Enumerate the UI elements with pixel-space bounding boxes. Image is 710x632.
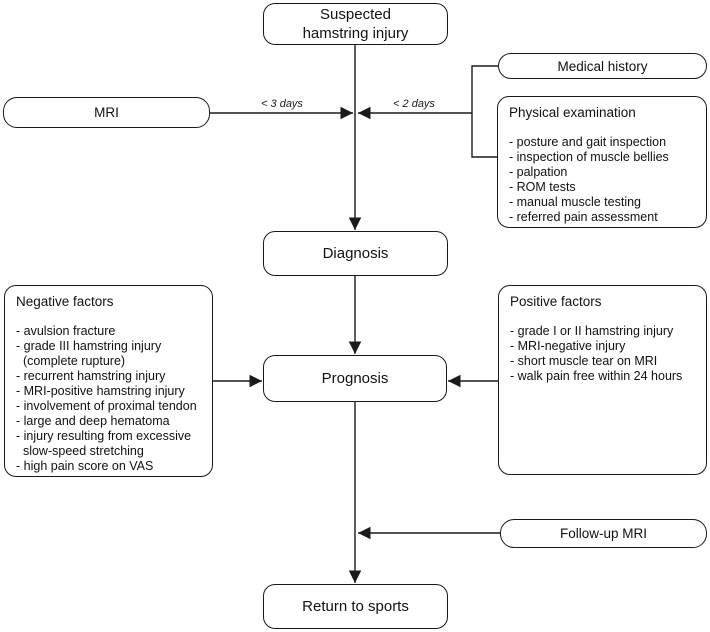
node-title: Positive factors	[510, 294, 602, 309]
node-follow-up-mri: Follow-up MRI	[500, 519, 707, 548]
node-medical-history: Medical history	[498, 53, 707, 79]
list-item: - posture and gait inspection	[509, 135, 667, 149]
node-label: Diagnosis	[322, 245, 389, 262]
list-item: - high pain score on VAS	[16, 459, 154, 473]
node-label: Return to sports	[302, 598, 409, 615]
node-suspected-hamstring-injury: Suspected hamstring injury	[263, 3, 448, 45]
edge-label-2-days: < 2 days	[393, 98, 435, 110]
list-item: - short muscle tear on MRI	[510, 354, 658, 368]
list-item: - MRI-negative injury	[510, 339, 626, 353]
node-label: MRI	[94, 105, 119, 120]
list-item: - large and deep hematoma	[16, 414, 170, 428]
bracket-history-exam	[471, 65, 498, 158]
edge-label-3-days: < 3 days	[261, 98, 303, 110]
list-item: - recurrent hamstring injury	[16, 369, 166, 383]
list-item: - grade III hamstring injury	[16, 339, 162, 353]
node-label: Prognosis	[321, 370, 389, 387]
node-label: Follow-up MRI	[559, 526, 648, 541]
list-item: - involvement of proximal tendon	[16, 399, 197, 413]
node-title: Negative factors	[16, 294, 114, 309]
list-item: (complete rupture)	[16, 354, 126, 368]
list-item: - palpation	[509, 165, 568, 179]
node-diagnosis: Diagnosis	[263, 231, 448, 276]
list-item: - ROM tests	[509, 180, 576, 194]
node-title: Physical examination	[509, 105, 636, 120]
list-item: - manual muscle testing	[509, 195, 642, 209]
node-mri: MRI	[3, 97, 210, 128]
list-item: - grade I or II hamstring injury	[510, 324, 674, 338]
list-item: - MRI-positive hamstring injury	[16, 384, 185, 398]
node-positive-factors: Positive factors - grade I or II hamstri…	[498, 285, 707, 475]
list-item: slow-speed stretching	[16, 444, 144, 458]
list-item: - avulsion fracture	[16, 324, 116, 338]
node-label: Medical history	[557, 58, 648, 74]
node-negative-factors: Negative factors - avulsion fracture - g…	[4, 285, 213, 477]
list-item: - injury resulting from excessive	[16, 429, 192, 443]
node-return-to-sports: Return to sports	[263, 584, 448, 629]
node-label-line: Suspected	[320, 6, 391, 23]
node-physical-examination: Physical examination - posture and gait …	[497, 96, 707, 228]
node-prognosis: Prognosis	[263, 355, 447, 402]
list-item: - walk pain free within 24 hours	[510, 369, 683, 383]
node-label-line: hamstring injury	[302, 25, 409, 42]
list-item: - inspection of muscle bellies	[509, 150, 669, 164]
list-item: - referred pain assessment	[509, 210, 658, 224]
